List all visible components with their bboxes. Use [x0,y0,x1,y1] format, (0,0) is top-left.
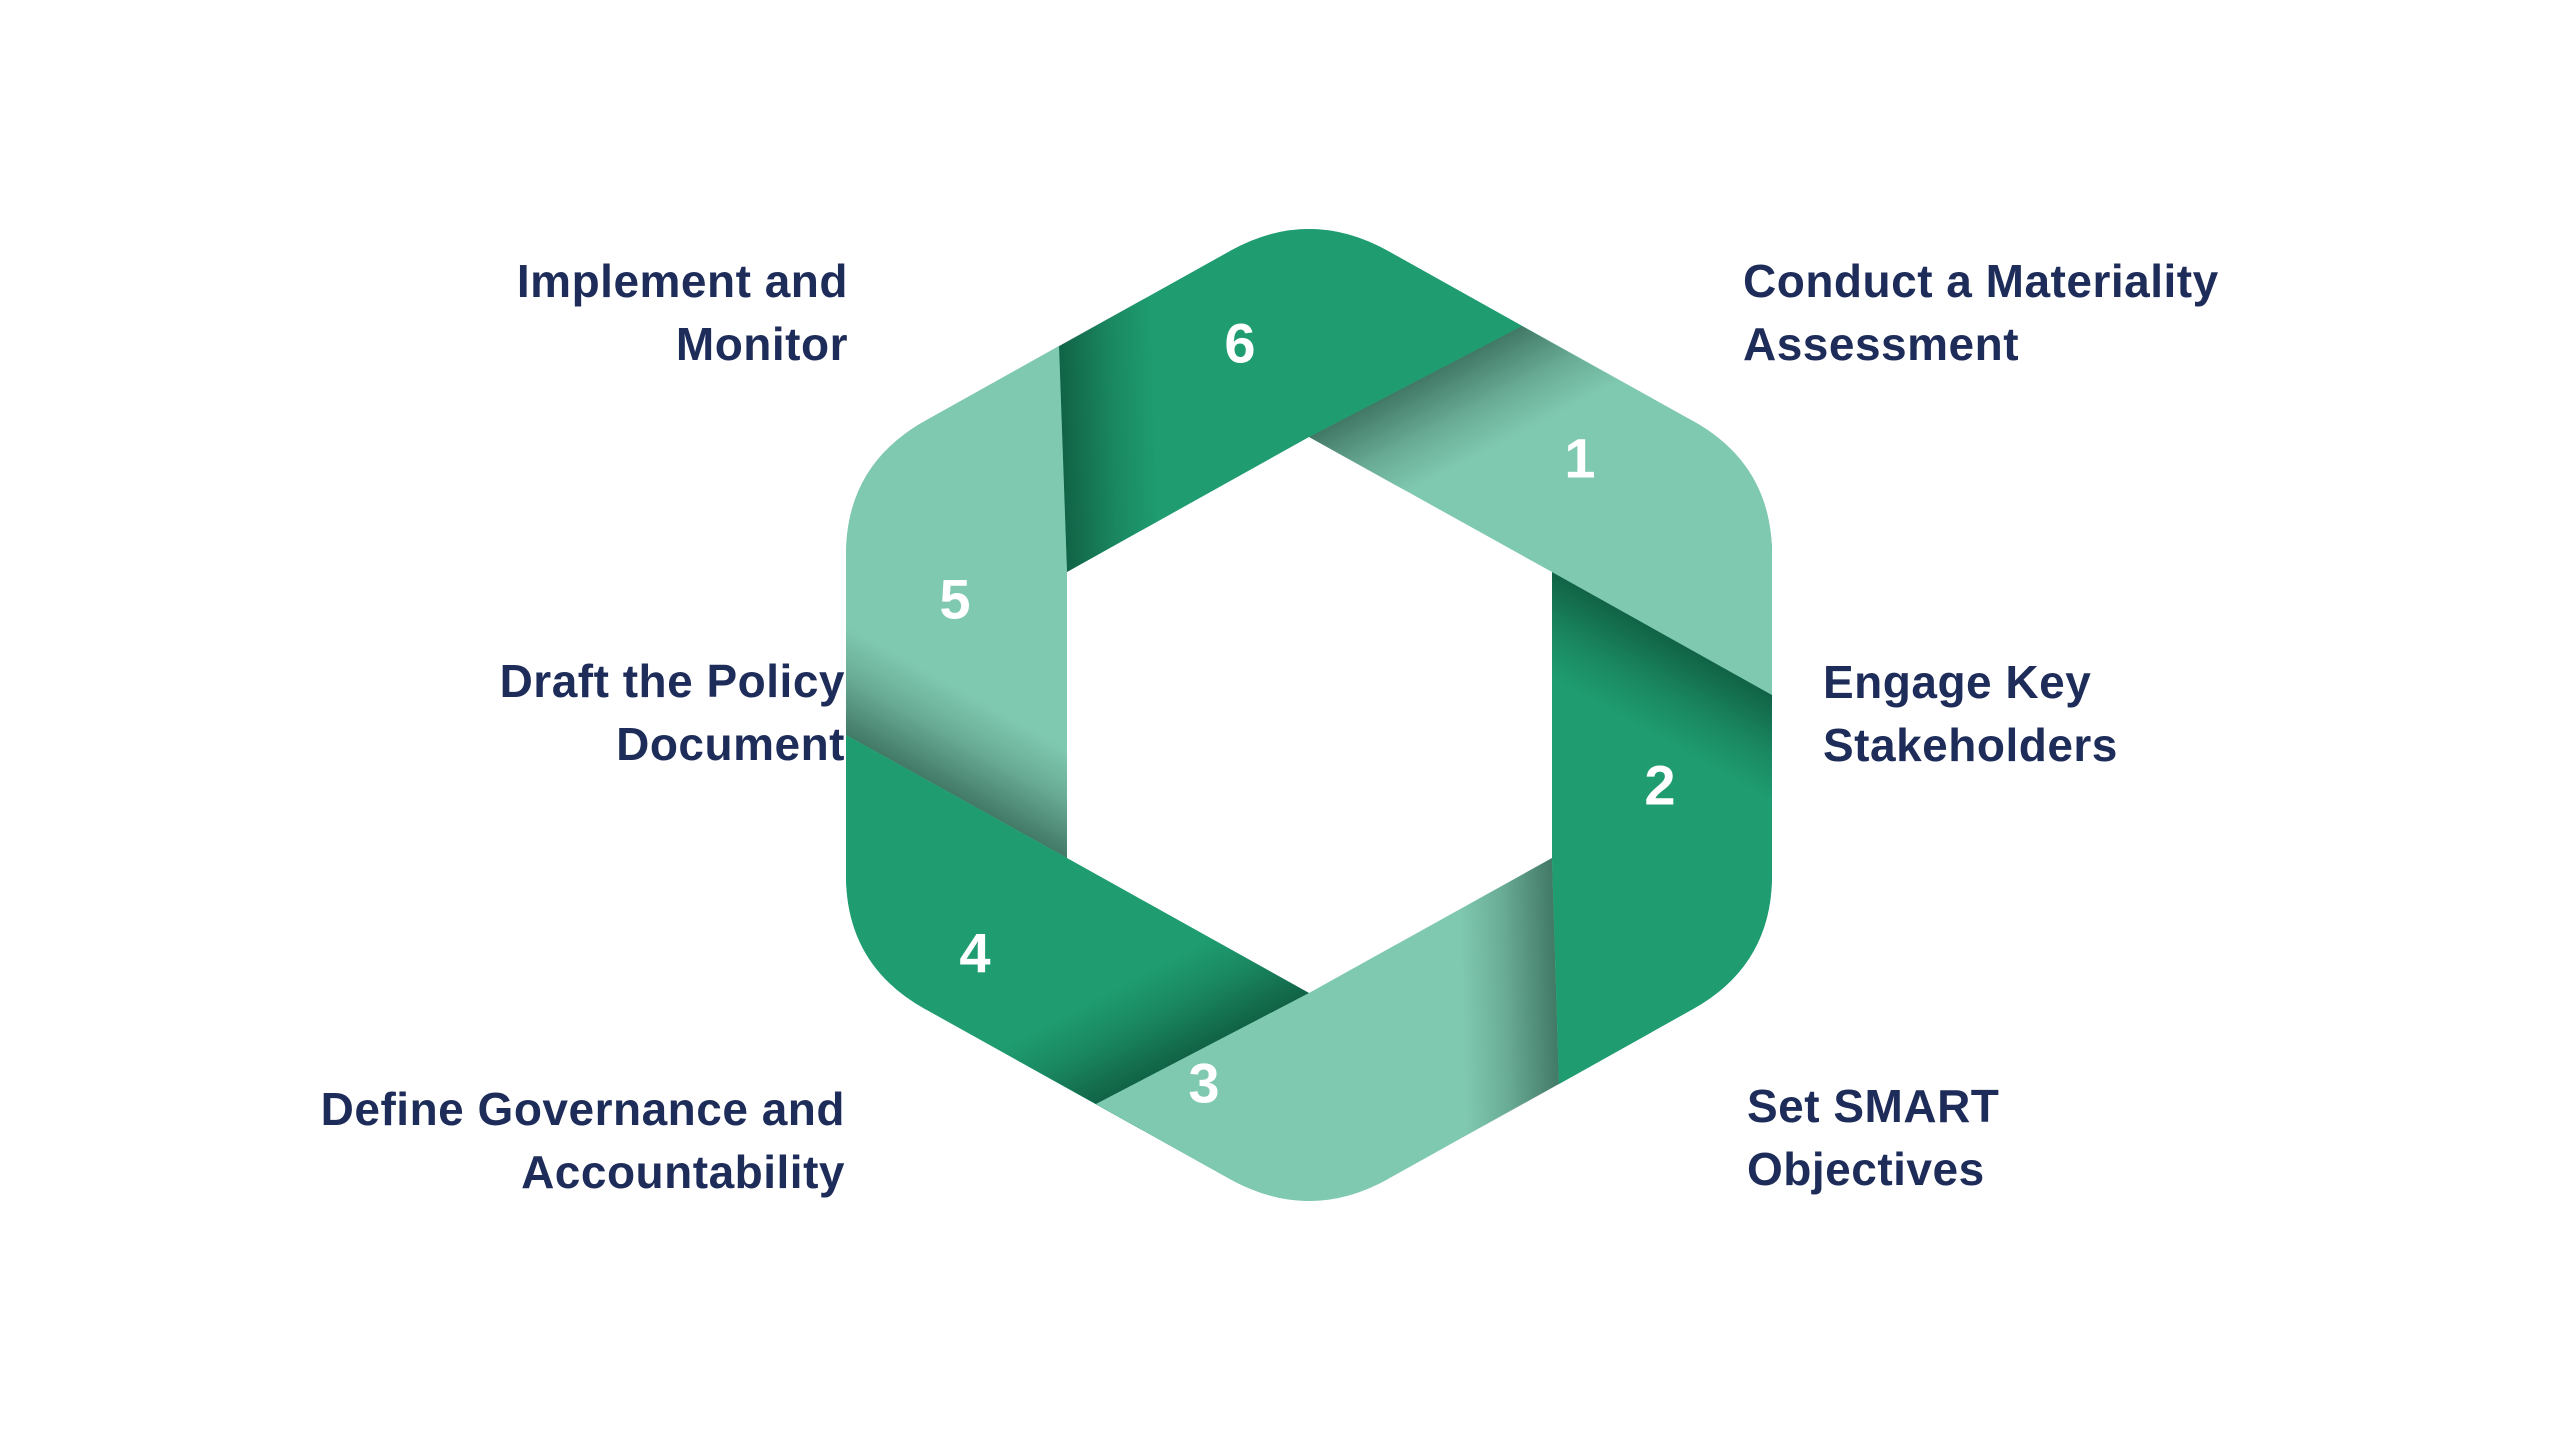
fold-shadow-on-6 [1059,285,1176,572]
fold-shadow-on-2 [1552,572,1772,820]
step-5-label: Draft the Policy Document [500,655,845,770]
step-6-label-line-2: Monitor [676,318,848,370]
step-2-label-line-1: Engage Key [1823,656,2091,708]
step-5-label-line-2: Document [616,718,845,770]
segment-3-flap [1096,993,1388,1201]
step-4-label-line-2: Accountability [521,1146,845,1198]
step-2-number: 2 [1644,754,1675,817]
segment-6-flap [1230,229,1522,437]
step-2-label-line-2: Stakeholders [1823,719,2118,771]
segment-5-flap [846,346,1067,572]
step-1-label-line-2: Assessment [1743,318,2019,370]
step-5-label-line-1: Draft the Policy [500,655,845,707]
step-3-label-line-2: Objectives [1747,1143,1985,1195]
step-3-label: Set SMART Objectives [1747,1080,1999,1195]
fold-shadow-on-5 [846,610,1067,858]
step-6-label-line-1: Implement and [517,255,848,307]
segment-4-flap [846,735,1067,1009]
step-3-number: 3 [1188,1052,1219,1115]
step-5-number: 5 [939,568,970,631]
fold-shadow-on-4 [987,932,1309,1104]
step-2-label: Engage Key Stakeholders [1823,656,2118,771]
step-4-label: Define Governance and Accountability [321,1083,845,1198]
step-4-label-line-1: Define Governance and [321,1083,845,1135]
segment-1-flap [1552,421,1772,695]
step-6-label: Implement and Monitor [517,255,848,370]
fold-shadow-on-3 [1443,858,1559,1145]
step-4-number: 4 [959,922,990,985]
step-6-number: 6 [1224,312,1255,375]
step-1-number: 1 [1564,427,1595,490]
step-1-label: Conduct a Materiality Assessment [1743,255,2219,370]
fold-shadow-on-1 [1309,326,1631,498]
step-1-label-line-1: Conduct a Materiality [1743,255,2219,307]
segment-2-flap [1552,858,1772,1084]
step-3-label-line-1: Set SMART [1747,1080,1999,1132]
